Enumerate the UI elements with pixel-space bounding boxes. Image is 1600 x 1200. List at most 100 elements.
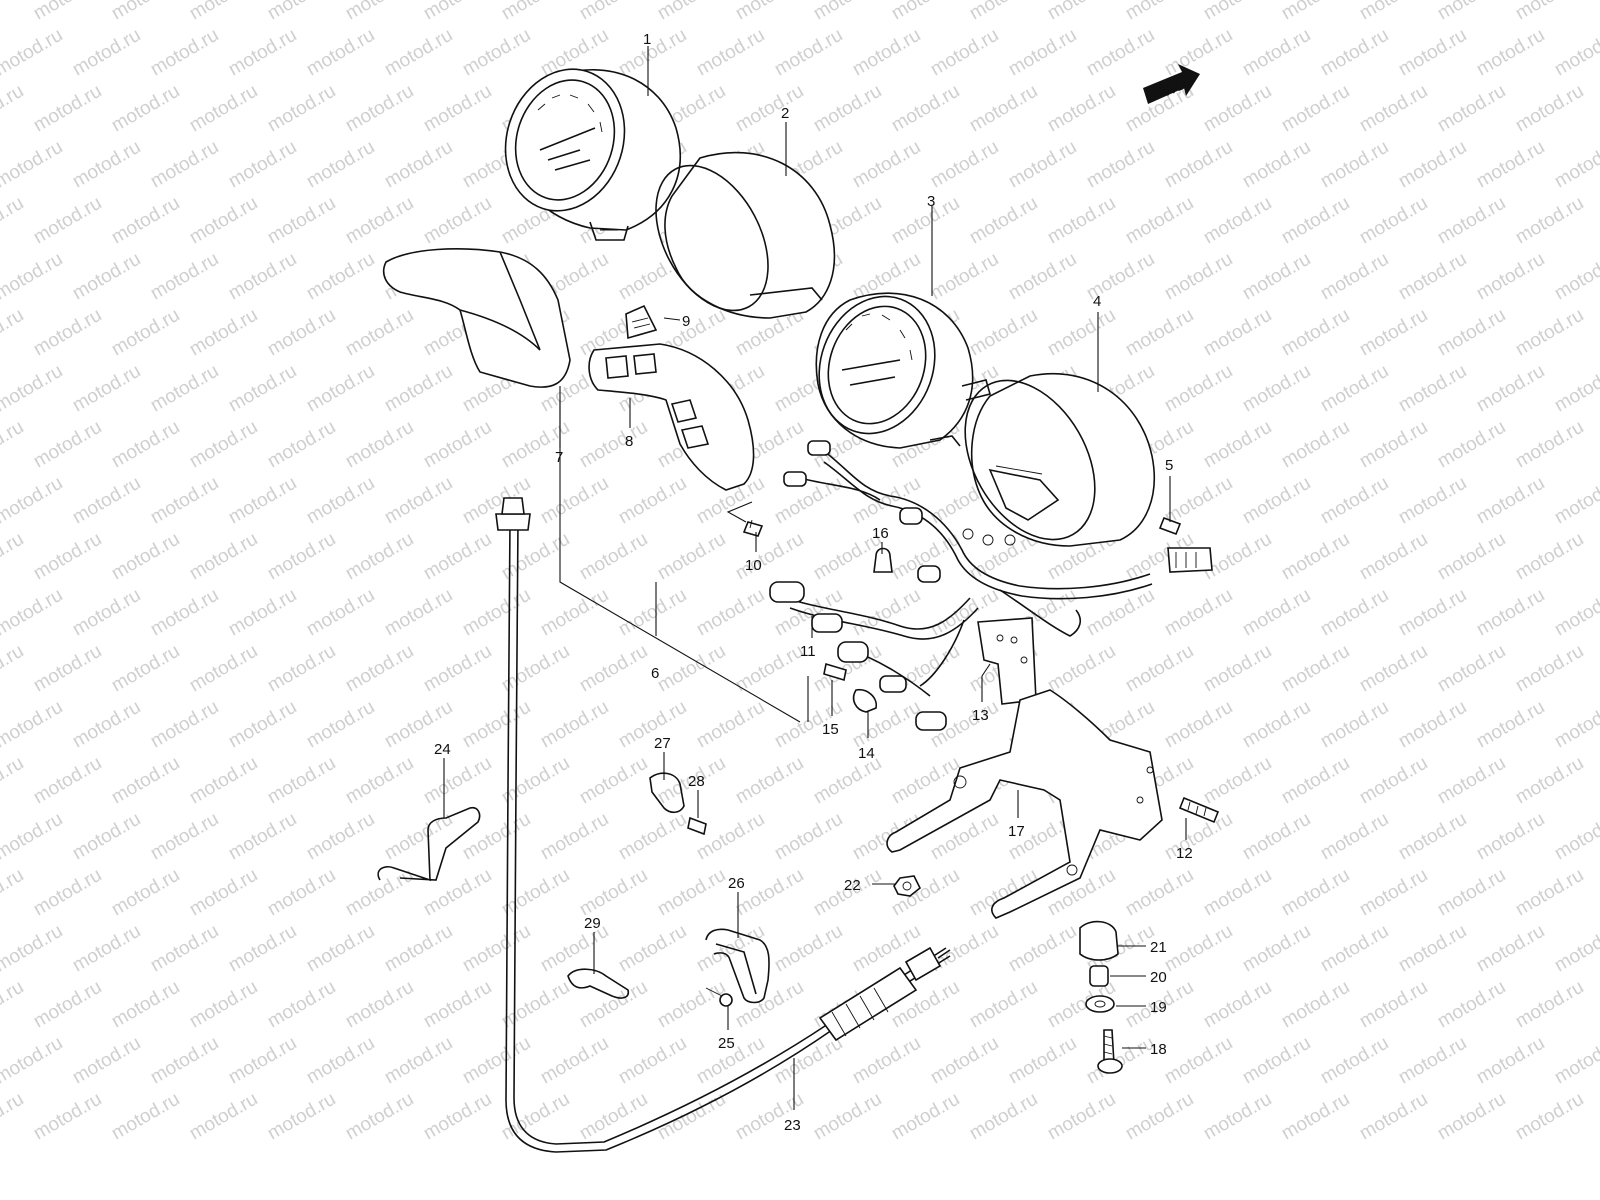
watermark-text: motod.ru xyxy=(1356,417,1431,473)
watermark-text: motod.ru xyxy=(342,977,417,1033)
watermark-text: motod.ru xyxy=(732,641,807,697)
watermark-text: motod.ru xyxy=(1434,641,1509,697)
watermark-text: motod.ru xyxy=(1473,1033,1548,1089)
watermark-text: motod.ru xyxy=(1161,921,1236,977)
watermark-text: motod.ru xyxy=(108,1089,183,1145)
watermark-text: motod.ru xyxy=(0,921,66,977)
watermark-text: motod.ru xyxy=(1395,249,1470,305)
speedometer-cable xyxy=(495,497,951,1153)
bulb-small xyxy=(852,688,878,713)
watermark-text: motod.ru xyxy=(849,137,924,193)
watermark-text: motod.ru xyxy=(1239,697,1314,753)
watermark-text: motod.ru xyxy=(1395,361,1470,417)
watermark-text: motod.ru xyxy=(654,0,729,24)
watermark-text: motod.ru xyxy=(1512,305,1587,361)
watermark-text: motod.ru xyxy=(0,1089,27,1145)
meter-wiring-harness xyxy=(769,440,1213,731)
watermark-text: motod.ru xyxy=(1356,1089,1431,1145)
watermark-text: motod.ru xyxy=(732,0,807,24)
callout-10: 10 xyxy=(745,557,762,574)
watermark-text: motod.ru xyxy=(576,0,651,24)
watermark-text: motod.ru xyxy=(1551,25,1600,81)
watermark-text: motod.ru xyxy=(420,753,495,809)
watermark-text: motod.ru xyxy=(693,585,768,641)
meter-bracket xyxy=(886,689,1163,919)
watermark-text: motod.ru xyxy=(147,249,222,305)
watermark-text: motod.ru xyxy=(1161,249,1236,305)
watermark-text: motod.ru xyxy=(147,921,222,977)
watermark-text: motod.ru xyxy=(420,0,495,24)
watermark-text: motod.ru xyxy=(1317,697,1392,753)
watermark-text: motod.ru xyxy=(420,865,495,921)
watermark-text: motod.ru xyxy=(30,753,105,809)
watermark-text: motod.ru xyxy=(1200,865,1275,921)
watermark-text: motod.ru xyxy=(927,249,1002,305)
watermark-text: motod.ru xyxy=(420,417,495,473)
watermark-text: motod.ru xyxy=(147,137,222,193)
watermark-text: motod.ru xyxy=(1278,753,1353,809)
watermark-text: motod.ru xyxy=(966,81,1041,137)
watermark-text: motod.ru xyxy=(849,1033,924,1089)
watermark-text: motod.ru xyxy=(615,585,690,641)
watermark-text: motod.ru xyxy=(30,865,105,921)
watermark-text: motod.ru xyxy=(1278,417,1353,473)
watermark-text: motod.ru xyxy=(303,921,378,977)
watermark-text: motod.ru xyxy=(1356,305,1431,361)
watermark-text: motod.ru xyxy=(1161,1033,1236,1089)
washer xyxy=(1085,995,1115,1013)
watermark-text: motod.ru xyxy=(30,193,105,249)
watermark-text: motod.ru xyxy=(459,921,534,977)
watermark-text: motod.ru xyxy=(1278,193,1353,249)
watermark-text: motod.ru xyxy=(1278,305,1353,361)
callout-23: 23 xyxy=(784,1117,801,1134)
watermark-text: motod.ru xyxy=(1044,193,1119,249)
watermark-text: motod.ru xyxy=(888,81,963,137)
watermark-text: motod.ru xyxy=(186,1089,261,1145)
watermark-text: motod.ru xyxy=(1512,0,1587,24)
watermark-text: motod.ru xyxy=(1005,25,1080,81)
watermark-text: motod.ru xyxy=(1551,137,1600,193)
watermark-text: motod.ru xyxy=(0,417,27,473)
bolt xyxy=(1097,1029,1123,1074)
watermark-text: motod.ru xyxy=(186,641,261,697)
watermark-text: motod.ru xyxy=(1161,697,1236,753)
watermark-text: motod.ru xyxy=(1395,809,1470,865)
watermark-text: motod.ru xyxy=(1044,0,1119,24)
watermark-text: motod.ru xyxy=(186,305,261,361)
watermark-text: motod.ru xyxy=(30,0,105,24)
watermark-text: motod.ru xyxy=(615,809,690,865)
watermark-text: motod.ru xyxy=(264,977,339,1033)
watermark-text: motod.ru xyxy=(693,697,768,753)
watermark-text: motod.ru xyxy=(303,25,378,81)
watermark-text: motod.ru xyxy=(1551,697,1600,753)
callout-25: 25 xyxy=(718,1035,735,1052)
callout-3: 3 xyxy=(927,193,935,210)
watermark-text: motod.ru xyxy=(459,585,534,641)
watermark-text: motod.ru xyxy=(966,1089,1041,1145)
watermark-text: motod.ru xyxy=(303,473,378,529)
watermark-text: motod.ru xyxy=(576,529,651,585)
watermark-text: motod.ru xyxy=(1200,305,1275,361)
watermark-text: motod.ru xyxy=(225,249,300,305)
watermark-text: motod.ru xyxy=(225,585,300,641)
watermark-text: motod.ru xyxy=(1395,25,1470,81)
watermark-text: motod.ru xyxy=(1278,1089,1353,1145)
watermark-text: motod.ru xyxy=(1356,641,1431,697)
watermark-text: motod.ru xyxy=(186,417,261,473)
watermark-text: motod.ru xyxy=(693,809,768,865)
watermark-text: motod.ru xyxy=(1473,25,1548,81)
watermark-text: motod.ru xyxy=(459,809,534,865)
watermark-text: motod.ru xyxy=(0,81,27,137)
watermark-text: motod.ru xyxy=(108,81,183,137)
watermark-text: motod.ru xyxy=(420,193,495,249)
watermark-text: motod.ru xyxy=(1278,641,1353,697)
watermark-text: motod.ru xyxy=(1473,473,1548,529)
watermark-text: motod.ru xyxy=(1395,585,1470,641)
watermark-text: motod.ru xyxy=(108,865,183,921)
watermark-text: motod.ru xyxy=(927,1033,1002,1089)
watermark-text: motod.ru xyxy=(537,809,612,865)
watermark-text: motod.ru xyxy=(420,977,495,1033)
watermark-text: motod.ru xyxy=(225,25,300,81)
